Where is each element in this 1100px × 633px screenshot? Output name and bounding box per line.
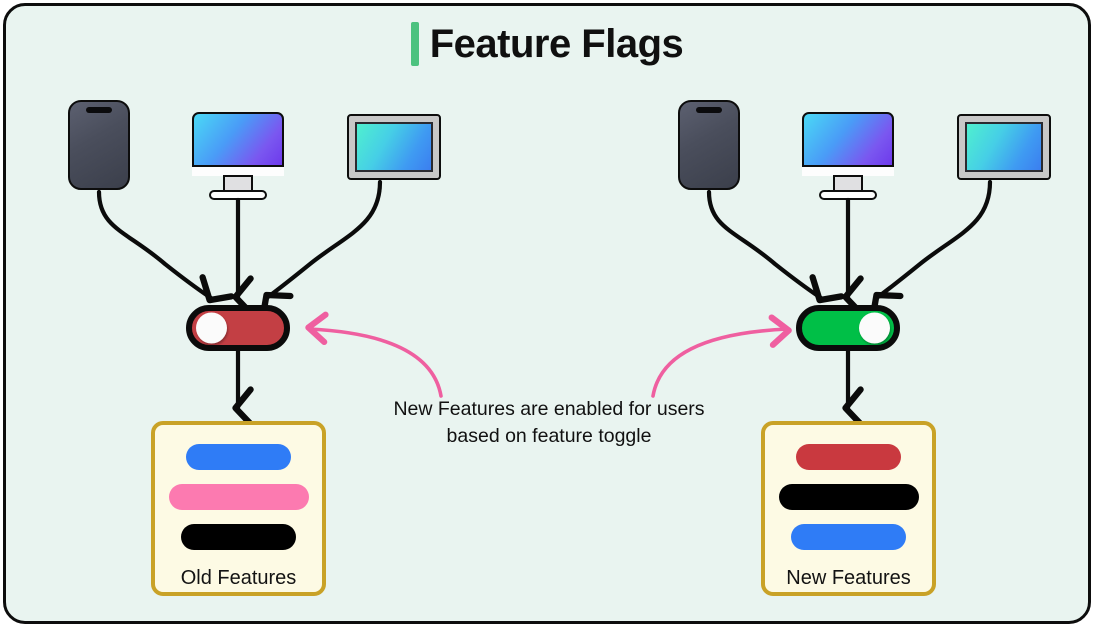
tv-screen bbox=[355, 122, 433, 172]
page-title: Feature Flags bbox=[0, 22, 1094, 66]
mobile-phone-icon bbox=[68, 100, 130, 190]
phone-device-new bbox=[678, 100, 740, 190]
feature-card-label: Old Features bbox=[180, 567, 297, 589]
phone-notch-icon bbox=[86, 107, 112, 113]
tv-display-icon bbox=[957, 114, 1051, 180]
desktop-device-old bbox=[192, 112, 284, 200]
title-accent-bar bbox=[410, 22, 419, 66]
feature-pill bbox=[791, 524, 906, 550]
feature-pill bbox=[181, 524, 296, 550]
feature-card-new: New Features bbox=[761, 421, 936, 596]
feature-pill bbox=[186, 444, 291, 470]
monitor-base bbox=[209, 190, 267, 200]
title-text: Feature Flags bbox=[429, 22, 684, 66]
feature-pill bbox=[168, 484, 309, 510]
monitor-chin bbox=[192, 165, 284, 176]
monitor-base bbox=[819, 190, 877, 200]
feature-pill bbox=[778, 484, 919, 510]
phone-notch-icon bbox=[696, 107, 722, 113]
feature-card-old: Old Features bbox=[151, 421, 326, 596]
desktop-device-new bbox=[802, 112, 894, 200]
feature-pill bbox=[796, 444, 901, 470]
annotation-line-1: New Features are enabled for users bbox=[393, 398, 705, 420]
toggle-knob bbox=[196, 312, 227, 344]
annotation-text: New Features are enabled for users based… bbox=[339, 396, 759, 450]
desktop-monitor-icon bbox=[802, 112, 894, 176]
tv-screen bbox=[965, 122, 1043, 172]
mobile-phone-icon bbox=[678, 100, 740, 190]
tv-device-new bbox=[957, 114, 1051, 180]
monitor-chin bbox=[802, 165, 894, 176]
phone-device-old bbox=[68, 100, 130, 190]
tv-device-old bbox=[347, 114, 441, 180]
feature-toggle-old[interactable] bbox=[186, 305, 290, 351]
feature-toggle-new[interactable] bbox=[796, 305, 900, 351]
tv-display-icon bbox=[347, 114, 441, 180]
annotation-line-2: based on feature toggle bbox=[446, 425, 652, 447]
feature-card-label: New Features bbox=[786, 567, 911, 589]
toggle-knob bbox=[859, 312, 890, 344]
desktop-monitor-icon bbox=[192, 112, 284, 176]
